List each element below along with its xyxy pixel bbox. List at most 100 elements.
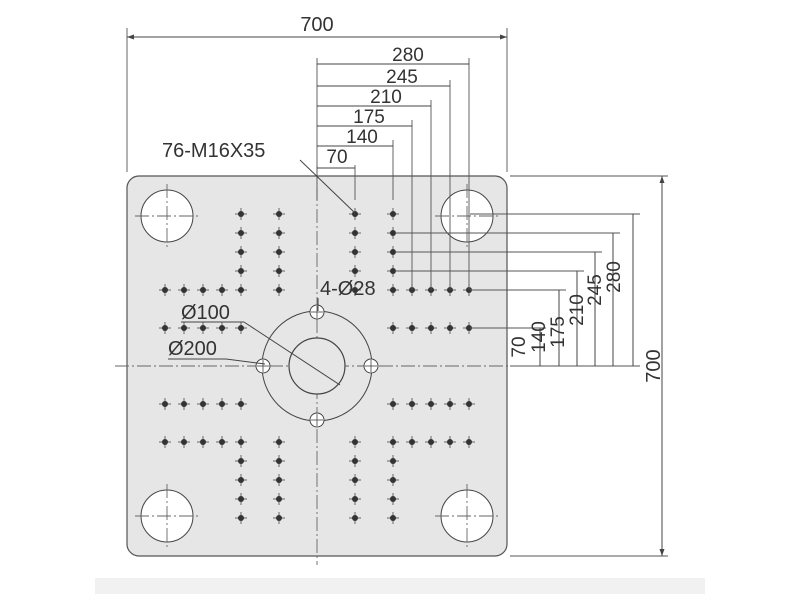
tapped-hole bbox=[387, 398, 399, 410]
tapped-hole bbox=[178, 322, 190, 334]
small-holes-d28 bbox=[255, 304, 379, 428]
tapped-hole bbox=[444, 322, 456, 334]
tapped-hole bbox=[349, 512, 361, 524]
hdim-245: 245 bbox=[386, 67, 418, 88]
tapped-hole bbox=[235, 322, 247, 334]
tapped-hole bbox=[235, 208, 247, 220]
vdim-70: 70 bbox=[509, 336, 530, 357]
tapped-hole bbox=[349, 474, 361, 486]
tapped-hole bbox=[197, 284, 209, 296]
vertical-dimension-chain: 70 140 175 210 245 280 bbox=[395, 213, 640, 367]
tapped-hole bbox=[463, 398, 475, 410]
tapped-hole bbox=[406, 398, 418, 410]
tapped-hole bbox=[197, 436, 209, 448]
right-overall-dimension: 700 bbox=[510, 175, 668, 557]
vdim-175: 175 bbox=[548, 316, 569, 348]
tapped-hole bbox=[235, 398, 247, 410]
tapped-hole bbox=[197, 322, 209, 334]
tapped-hole bbox=[235, 474, 247, 486]
tapped-hole bbox=[178, 284, 190, 296]
hdim-210: 210 bbox=[370, 87, 402, 108]
tapped-hole bbox=[463, 436, 475, 448]
tapped-hole bbox=[235, 512, 247, 524]
hdim-280: 280 bbox=[392, 45, 424, 66]
tapped-hole bbox=[159, 284, 171, 296]
tapped-hole bbox=[349, 246, 361, 258]
tapped-hole bbox=[387, 436, 399, 448]
outer-circle-callout: Ø200 bbox=[168, 338, 217, 360]
tapped-hole bbox=[273, 512, 285, 524]
tapped-hole bbox=[235, 493, 247, 505]
vdim-210: 210 bbox=[567, 294, 588, 326]
tapped-hole bbox=[216, 436, 228, 448]
overall-width-label: 700 bbox=[300, 14, 333, 36]
hdim-70: 70 bbox=[326, 147, 347, 168]
small-holes-callout: 4-Ø28 bbox=[320, 278, 376, 300]
tapped-hole bbox=[273, 455, 285, 467]
tapped-hole bbox=[463, 322, 475, 334]
vdim-245: 245 bbox=[585, 274, 606, 306]
tapped-hole bbox=[216, 398, 228, 410]
tapped-hole bbox=[273, 246, 285, 258]
tie-bar-hole-top-left bbox=[135, 184, 199, 248]
tapped-hole bbox=[235, 284, 247, 296]
vdim-140: 140 bbox=[529, 321, 550, 353]
tapped-hole bbox=[425, 322, 437, 334]
floor-shadow bbox=[95, 578, 705, 594]
tapped-hole bbox=[235, 455, 247, 467]
tapped-hole bbox=[159, 322, 171, 334]
inner-circle-d100 bbox=[288, 337, 346, 395]
tapped-hole bbox=[387, 455, 399, 467]
tapped-hole bbox=[216, 284, 228, 296]
tapped-hole bbox=[387, 493, 399, 505]
tapped-hole bbox=[349, 493, 361, 505]
tapped-hole bbox=[273, 493, 285, 505]
tapped-hole bbox=[178, 436, 190, 448]
tie-bar-hole-bottom-right bbox=[435, 484, 499, 548]
tapped-hole bbox=[425, 398, 437, 410]
horizontal-dimension-chain: 280 245 210 175 140 70 bbox=[316, 45, 470, 290]
inner-circle-callout: Ø100 bbox=[181, 302, 230, 324]
tapped-hole bbox=[406, 436, 418, 448]
tapped-holes-callout: 76-M16X35 bbox=[162, 140, 265, 162]
tapped-hole bbox=[349, 455, 361, 467]
tie-bar-hole-top-right bbox=[435, 184, 499, 248]
tapped-hole bbox=[349, 208, 361, 220]
tapped-hole bbox=[349, 227, 361, 239]
tapped-holes-m16 bbox=[159, 208, 475, 524]
tapped-hole bbox=[444, 398, 456, 410]
tie-bar-holes bbox=[135, 184, 499, 548]
vdim-280: 280 bbox=[604, 261, 625, 293]
tapped-hole bbox=[273, 474, 285, 486]
callouts: 76-M16X35 4-Ø28 Ø100 Ø200 bbox=[162, 140, 376, 386]
tapped-hole bbox=[387, 512, 399, 524]
tapped-hole bbox=[349, 284, 361, 296]
hdim-175: 175 bbox=[353, 107, 385, 128]
tapped-hole bbox=[387, 474, 399, 486]
overall-height-label: 700 bbox=[643, 349, 665, 382]
tie-bar-hole-bottom-left bbox=[135, 484, 199, 548]
tapped-hole bbox=[159, 398, 171, 410]
tapped-hole bbox=[387, 322, 399, 334]
tapped-hole bbox=[273, 284, 285, 296]
tapped-hole bbox=[425, 436, 437, 448]
tapped-hole bbox=[159, 436, 171, 448]
tapped-hole bbox=[197, 398, 209, 410]
tapped-hole bbox=[273, 436, 285, 448]
tapped-hole bbox=[235, 246, 247, 258]
tapped-hole bbox=[273, 265, 285, 277]
tapped-hole bbox=[273, 227, 285, 239]
tapped-hole bbox=[235, 227, 247, 239]
tapped-hole bbox=[406, 322, 418, 334]
tapped-hole bbox=[235, 265, 247, 277]
tapped-hole bbox=[235, 436, 247, 448]
tapped-hole bbox=[216, 322, 228, 334]
top-overall-dimension: 700 bbox=[126, 14, 508, 172]
tapped-hole bbox=[444, 436, 456, 448]
tapped-hole bbox=[387, 208, 399, 220]
hdim-140: 140 bbox=[346, 127, 378, 148]
tapped-hole bbox=[387, 227, 399, 239]
tapped-hole bbox=[387, 284, 399, 296]
tapped-hole bbox=[349, 436, 361, 448]
